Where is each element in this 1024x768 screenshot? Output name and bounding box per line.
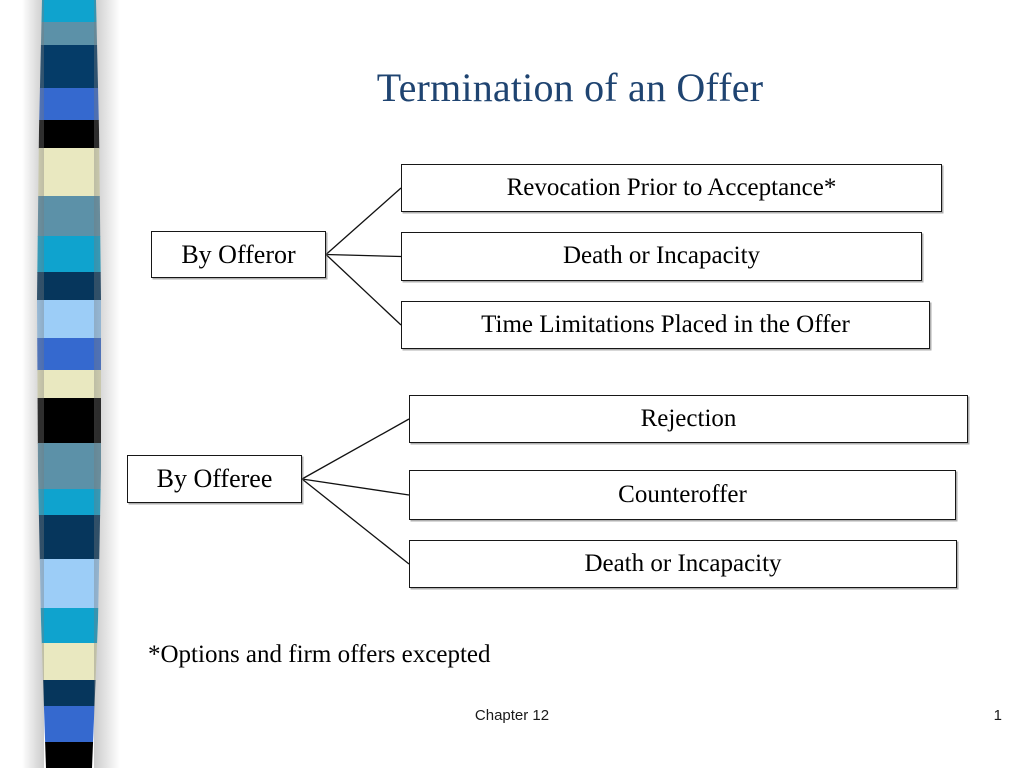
diagram-child-node[interactable]: Time Limitations Placed in the Offer	[401, 301, 930, 349]
diagram-connector	[325, 254, 402, 326]
diagram-connector	[301, 478, 410, 565]
diagram-connector	[325, 253, 402, 258]
diagram-child-node[interactable]: Counteroffer	[409, 470, 956, 520]
diagram-child-label: Time Limitations Placed in the Offer	[481, 310, 850, 338]
diagram-parent-label: By Offeror	[181, 239, 296, 269]
diagram-child-node[interactable]: Revocation Prior to Acceptance*	[401, 164, 942, 212]
diagram-child-label: Death or Incapacity	[584, 549, 782, 577]
diagram-parent-node[interactable]: By Offeror	[151, 231, 326, 278]
page-title: Termination of an Offer	[376, 65, 764, 110]
diagram-parent-label: By Offeree	[156, 464, 273, 494]
diagram-child-label: Counteroffer	[618, 480, 747, 508]
diagram-parent-node[interactable]: By Offeree	[127, 455, 302, 503]
diagram-child-label: Death or Incapacity	[562, 242, 761, 270]
diagram-connector	[301, 418, 410, 480]
diagram-connector	[301, 478, 410, 496]
footnote-text: *Options and firm offers excepted	[148, 641, 491, 668]
diagram-connector	[325, 187, 402, 255]
diagram-child-label: Rejection	[640, 404, 737, 432]
footer-page-number: 1	[993, 707, 1002, 724]
diagram-child-node[interactable]: Death or Incapacity	[401, 232, 922, 281]
diagram-child-label: Revocation Prior to Acceptance*	[506, 173, 837, 201]
diagram-child-node[interactable]: Death or Incapacity	[409, 540, 957, 588]
diagram-child-node[interactable]: Rejection	[409, 395, 968, 443]
footer-chapter-label: Chapter 12	[474, 707, 550, 724]
